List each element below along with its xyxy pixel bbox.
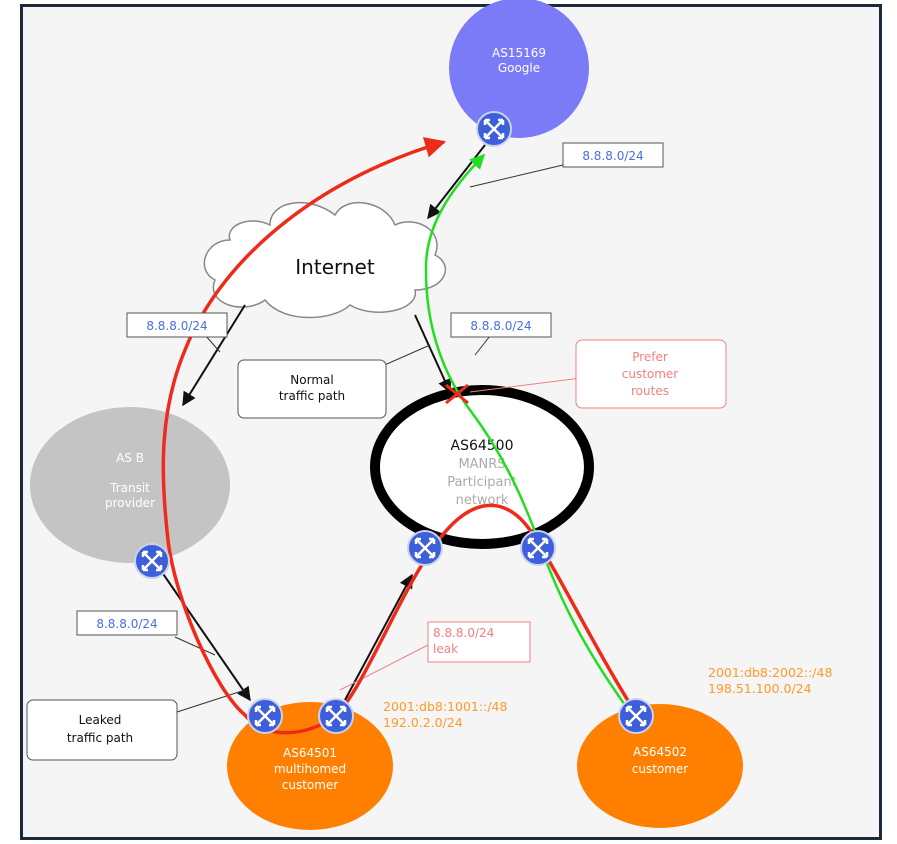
leak-word-text: leak bbox=[433, 642, 458, 656]
asb-router-icon bbox=[133, 542, 171, 580]
internet-left-prefix-connector bbox=[204, 334, 221, 353]
as64501-right-router-icon bbox=[317, 697, 355, 735]
leak-prefix-text: 8.8.8.0/24 bbox=[433, 626, 494, 640]
leak-callout-connector bbox=[339, 644, 429, 691]
asb-as-label: AS B bbox=[116, 451, 144, 465]
as64502-ipv6-prefix: 2001:db8:2002::/48 bbox=[708, 665, 832, 680]
as64501-node bbox=[227, 702, 393, 830]
as64501-role-label: customer bbox=[282, 778, 339, 792]
normal-path-line1: Normal bbox=[290, 373, 333, 387]
as64501-to-manrs-arrow bbox=[344, 573, 413, 701]
asb-prefix-connector bbox=[174, 636, 216, 656]
manrs-participant-label: Participant bbox=[447, 475, 517, 490]
asb-to-as64501-arrow bbox=[156, 564, 251, 702]
internet-left-prefix-box bbox=[126, 312, 228, 338]
normal-path-callout bbox=[237, 359, 387, 419]
internet-left-prefix-text: 8.8.8.0/24 bbox=[146, 319, 207, 333]
as64501-left-router-icon bbox=[246, 697, 284, 735]
leaked-path-connector bbox=[176, 689, 246, 713]
as64502-router-icon bbox=[617, 697, 655, 735]
google-prefix-text: 8.8.8.0/24 bbox=[582, 149, 643, 163]
as64502-ipv4-prefix: 198.51.100.0/24 bbox=[708, 681, 812, 696]
google-node bbox=[449, 0, 589, 138]
google-name-label: Google bbox=[498, 61, 540, 75]
asb-prefix-text: 8.8.8.0/24 bbox=[96, 617, 157, 631]
internet-right-prefix-box bbox=[450, 312, 552, 338]
asb-role-label: provider bbox=[105, 496, 155, 510]
blocked-route-x-icon bbox=[445, 383, 469, 405]
internet-right-prefix-text: 8.8.8.0/24 bbox=[470, 319, 531, 333]
leaked-path-line2: traffic path bbox=[67, 731, 133, 745]
internet-to-manrs-arrow bbox=[414, 314, 452, 394]
prefer-line1: Prefer bbox=[632, 350, 668, 364]
leak-callout bbox=[427, 621, 531, 663]
google-as-label: AS15169 bbox=[492, 46, 546, 60]
internet-right-prefix-connector bbox=[474, 335, 491, 356]
prefer-line3: routes bbox=[631, 384, 669, 398]
prefer-line2: customer bbox=[622, 367, 679, 381]
prefer-customer-callout bbox=[575, 339, 727, 409]
internet-cloud bbox=[203, 201, 447, 319]
manrs-name-label: MANRS bbox=[458, 457, 505, 472]
asb-type-label: Transit bbox=[109, 481, 150, 495]
leaked-path-line1: Leaked bbox=[79, 713, 122, 727]
google-prefix-connector bbox=[469, 164, 564, 188]
manrs-as-label: AS64500 bbox=[451, 438, 514, 454]
normal-path-line2: traffic path bbox=[279, 389, 345, 403]
as64502-role-label: customer bbox=[632, 762, 689, 776]
leaked-path-callout bbox=[26, 699, 178, 761]
as64501-ipv4-prefix: 192.0.2.0/24 bbox=[383, 715, 463, 730]
as64501-ipv6-prefix: 2001:db8:1001::/48 bbox=[383, 699, 507, 714]
as64501-as-label: AS64501 bbox=[283, 746, 337, 760]
google-prefix-box bbox=[562, 142, 664, 168]
manrs-right-router-icon bbox=[519, 529, 557, 567]
manrs-left-router-icon bbox=[406, 529, 444, 567]
as64502-node bbox=[577, 704, 743, 828]
asb-node bbox=[30, 407, 230, 563]
internet-label: Internet bbox=[295, 255, 375, 279]
google-router-icon bbox=[475, 110, 513, 148]
as64502-as-label: AS64502 bbox=[633, 745, 687, 759]
internet-to-asb-arrow bbox=[182, 304, 246, 407]
normal-traffic-path bbox=[424, 153, 632, 713]
asb-prefix-box bbox=[76, 610, 178, 636]
as64501-type-label: multihomed bbox=[274, 762, 346, 776]
google-to-internet-arrow bbox=[427, 144, 486, 220]
